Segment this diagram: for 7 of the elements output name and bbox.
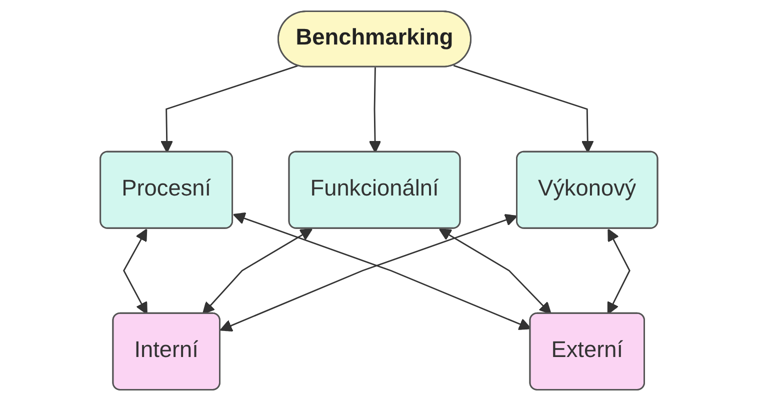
arrow	[452, 64, 594, 153]
arrow	[368, 67, 381, 153]
arrow	[438, 228, 552, 314]
arrow	[160, 65, 298, 153]
arrow	[606, 228, 630, 314]
arrow	[122, 228, 148, 314]
arrow	[202, 228, 312, 314]
